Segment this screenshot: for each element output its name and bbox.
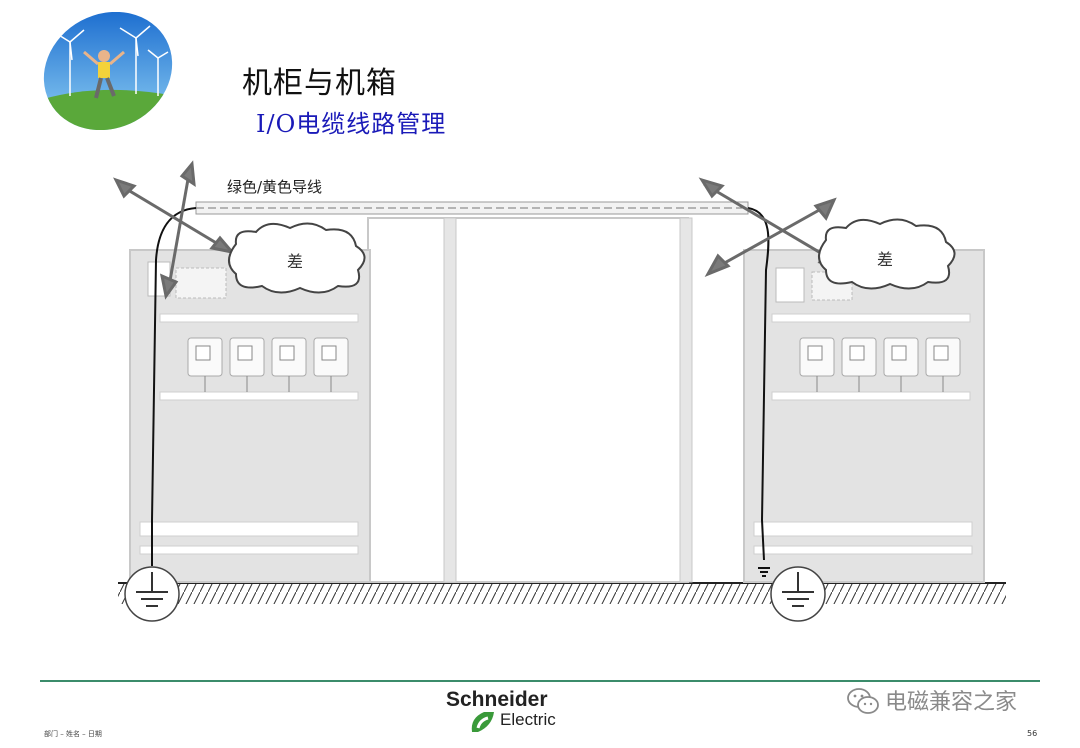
cloud-icon-left	[228, 222, 366, 294]
center-frame	[367, 217, 693, 583]
schneider-logo-icon	[471, 712, 494, 732]
cloud-icon-right	[818, 218, 956, 290]
right-cable	[747, 207, 770, 561]
bad-label-right: 差	[877, 250, 894, 269]
watermark-text: 电磁兼容之家	[885, 690, 1018, 715]
left-cable	[151, 207, 197, 546]
brand-name: Schneider	[446, 688, 548, 711]
footer-divider	[40, 680, 1040, 682]
green-yellow-wire	[195, 201, 749, 215]
cabinet-diagram	[113, 160, 1006, 622]
cross-mark-icon-left	[113, 160, 236, 300]
windmill-photo	[40, 12, 176, 130]
right-cabinet	[743, 249, 985, 583]
footer-info: 部门 – 姓名 – 日期	[44, 730, 102, 738]
bad-label-left: 差	[287, 252, 304, 271]
left-modules	[187, 337, 349, 392]
ground-symbol-icon-right	[770, 566, 826, 622]
right-modules	[799, 337, 961, 392]
brand-sub: Electric	[500, 710, 556, 729]
page-title: 机柜与机箱	[242, 66, 397, 101]
ground-hatch	[118, 584, 1006, 604]
wire-label: 绿色/黄色导线	[227, 178, 323, 196]
left-cabinet	[129, 249, 371, 583]
page-number: 56	[1027, 729, 1038, 738]
wechat-icon	[847, 688, 879, 714]
page-subtitle: I/O电缆线路管理	[256, 110, 447, 138]
ground-symbol-icon-left	[124, 566, 180, 622]
